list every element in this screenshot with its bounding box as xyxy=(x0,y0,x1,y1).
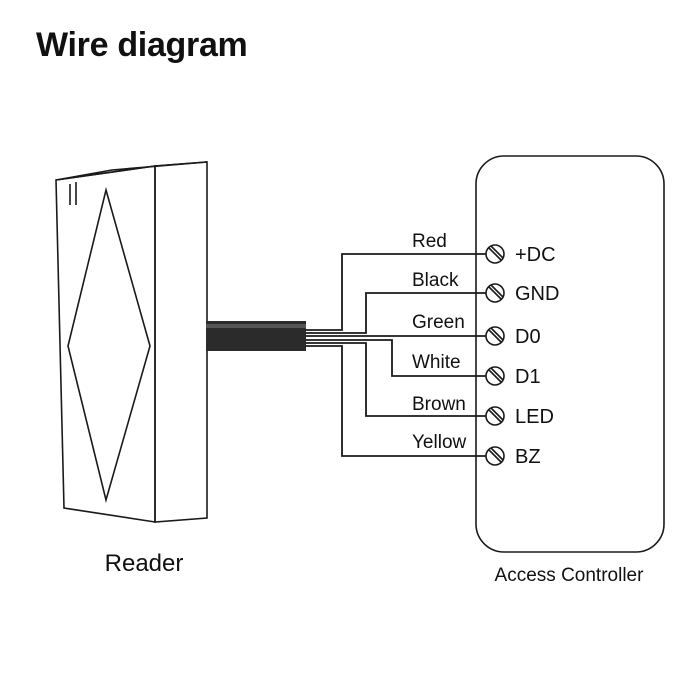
screw-terminal-icon xyxy=(485,406,505,426)
terminal-label-gnd: GND xyxy=(515,283,559,305)
wire-label-yellow: Yellow xyxy=(412,432,467,453)
terminal-d0 xyxy=(485,326,505,346)
terminal-gnd xyxy=(485,283,505,303)
wire-label-black: Black xyxy=(412,270,459,291)
terminal-label-bz: BZ xyxy=(515,446,541,468)
screw-terminal-icon xyxy=(485,244,505,264)
wire-label-red: Red xyxy=(412,231,447,252)
terminal-label-d1: D1 xyxy=(515,366,541,388)
screw-terminal-icon xyxy=(485,446,505,466)
terminal-plus-dc xyxy=(485,244,505,264)
wire-label-white: White xyxy=(412,352,461,373)
terminal-label-d0: D0 xyxy=(515,326,541,348)
wire-label-brown: Brown xyxy=(412,394,466,415)
wire-group xyxy=(306,253,486,457)
reader-caption: Reader xyxy=(105,550,184,577)
access-controller-caption: Access Controller xyxy=(495,565,645,586)
terminal-label-led: LED xyxy=(515,406,554,428)
wire-brown xyxy=(306,342,486,417)
wire-red xyxy=(306,253,486,331)
access-controller-box xyxy=(475,155,665,553)
diamond-outline-icon xyxy=(67,186,151,504)
reader-device xyxy=(55,161,208,523)
terminal-label-plus-dc: +DC xyxy=(515,244,556,266)
terminal-bz xyxy=(485,446,505,466)
screw-terminal-icon xyxy=(485,326,505,346)
wire-label-green: Green xyxy=(412,312,465,333)
terminal-d1 xyxy=(485,366,505,386)
wire-white xyxy=(306,339,486,377)
terminal-led xyxy=(485,406,505,426)
wire-black xyxy=(306,292,486,334)
screw-terminal-icon xyxy=(485,366,505,386)
page-title: Wire diagram xyxy=(36,26,248,64)
wire-yellow xyxy=(306,345,486,457)
screw-terminal-icon xyxy=(485,283,505,303)
